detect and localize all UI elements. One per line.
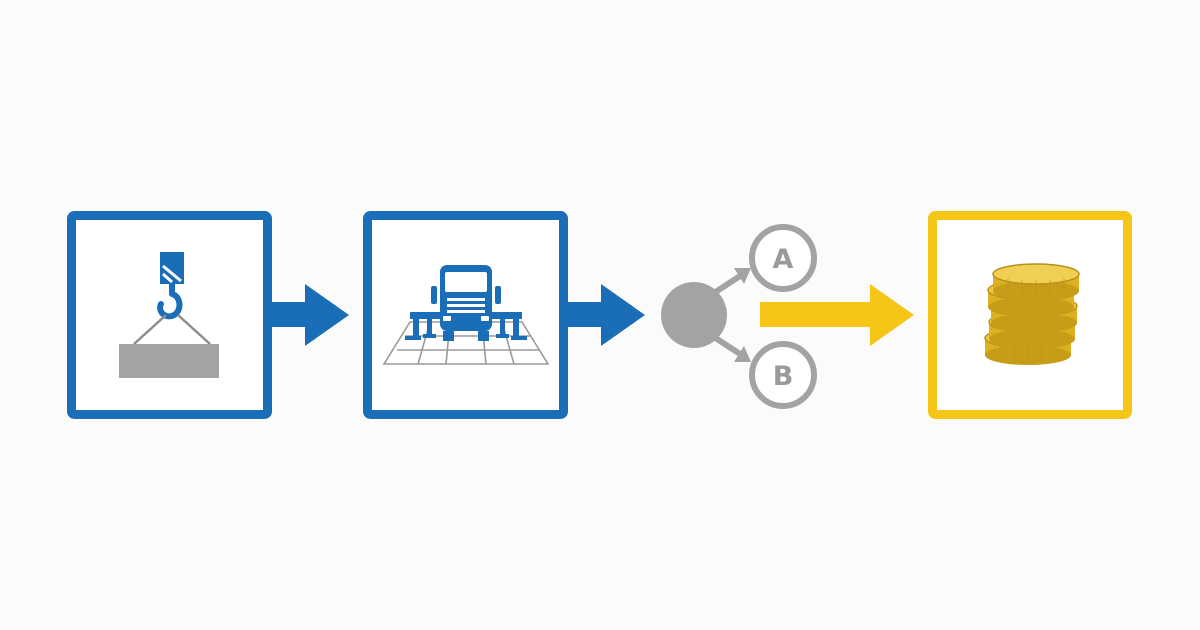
connector-arrow-2: [563, 284, 645, 346]
decision-node: [661, 282, 727, 348]
step-2-setup: [363, 211, 568, 419]
coin-stack-icon: [984, 263, 1080, 365]
truck-outriggers-grid-icon: [382, 265, 550, 365]
load-block: [119, 344, 219, 378]
option-a: A: [749, 224, 817, 292]
step-3-decision: A B: [661, 224, 817, 409]
decision-split-icon: [661, 268, 751, 362]
connector-arrow-1: [267, 284, 349, 346]
crane-hook-load-icon: [119, 252, 219, 378]
connector-arrow-3: [760, 284, 914, 346]
step-4-payment: [928, 211, 1132, 419]
option-a-label: A: [773, 244, 794, 275]
option-b-label: B: [773, 361, 794, 392]
step-1-lifting: [67, 211, 272, 419]
option-b: B: [749, 341, 817, 409]
